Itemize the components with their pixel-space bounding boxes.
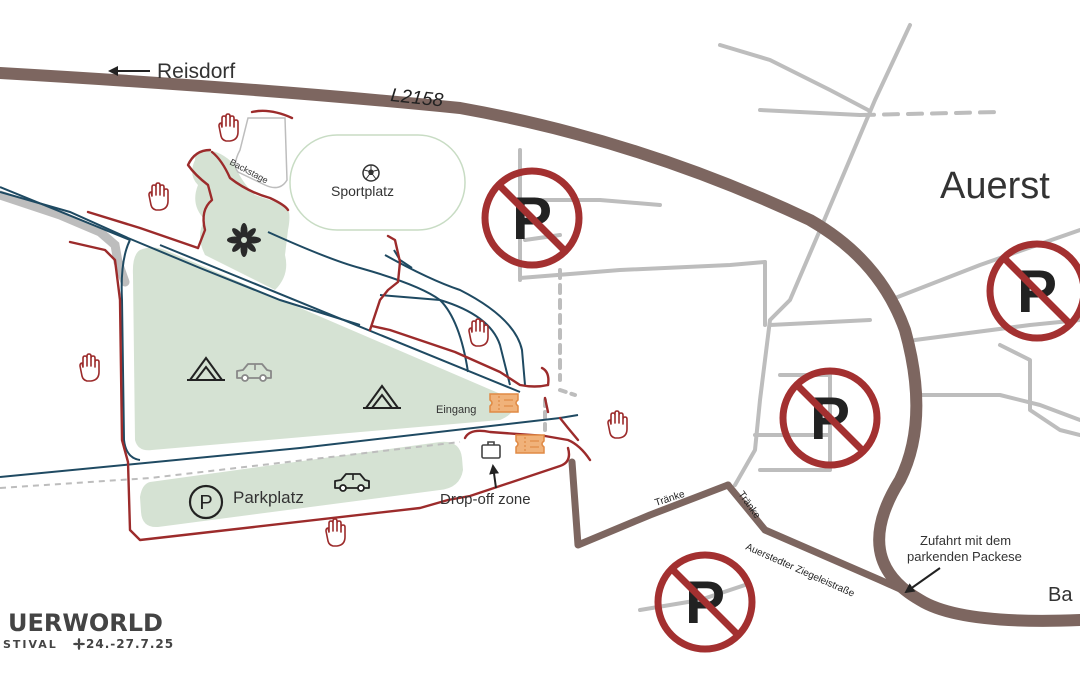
no-parking-icon <box>658 555 752 649</box>
svg-text:P: P <box>199 492 212 514</box>
ticket-icon <box>489 393 519 413</box>
ziegeleistrasse-label: Auerstedter Ziegeleistraße <box>744 542 857 600</box>
ba-label: Ba <box>1048 584 1073 606</box>
flower-icon <box>73 638 85 650</box>
secondary-roads <box>568 458 924 602</box>
parking-icon: P <box>188 484 224 520</box>
sportplatz-label: Sportplatz <box>331 183 394 199</box>
hand-stop-icon <box>218 113 239 142</box>
eingang-label: Eingang <box>436 404 476 416</box>
festival-dates-row: STIVAL 24.-27.7.25 <box>3 637 174 651</box>
access-road <box>0 190 130 287</box>
ticket-icon <box>515 434 545 454</box>
zufahrt-label-line1: Zufahrt mit dem <box>920 533 1011 548</box>
soccer-ball-icon <box>362 164 380 182</box>
hand-stop-icon <box>148 182 169 211</box>
no-parking-icons <box>485 171 1080 649</box>
no-parking-icon <box>485 171 579 265</box>
zufahrt-label-line2: parkenden Packese <box>907 549 1022 564</box>
paths <box>0 186 579 478</box>
festival-name: UERWORLD <box>8 609 163 637</box>
suitcase-icon <box>481 441 501 459</box>
sportplatz-field <box>289 134 466 231</box>
hand-stop-icon <box>607 410 628 439</box>
traenke-label: Tränke <box>736 489 763 521</box>
auerstedt-label: Auerst <box>940 165 1050 207</box>
festival-sub: STIVAL <box>3 638 58 651</box>
festival-dates: 24.-27.7.25 <box>86 637 174 651</box>
reisdorf-label: Reisdorf <box>157 60 235 83</box>
no-parking-icon <box>783 371 877 465</box>
dropoff-label: Drop-off zone <box>440 491 531 508</box>
parkplatz-label: Parkplatz <box>233 488 304 507</box>
flower-icon <box>227 223 261 257</box>
hand-stop-icon <box>79 353 100 382</box>
backstage-area <box>234 117 288 189</box>
hand-stop-icon <box>325 518 346 547</box>
arrow-icon <box>489 464 500 489</box>
arrow-icon <box>904 567 941 594</box>
no-parking-icon <box>990 244 1080 338</box>
fences <box>68 109 592 542</box>
